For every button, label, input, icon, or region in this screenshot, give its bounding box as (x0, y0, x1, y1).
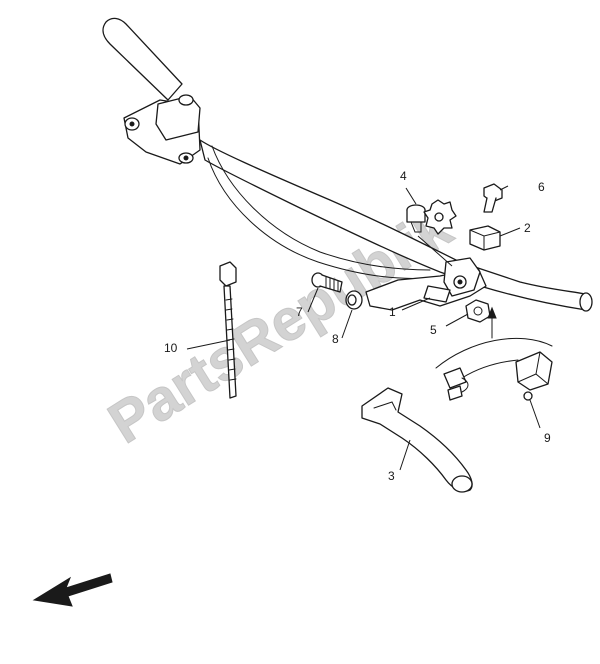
part-10-cable-tie (219, 261, 237, 399)
part-8-collar (345, 290, 363, 310)
part-7-bolt (311, 272, 343, 293)
callout-4: 4 (400, 169, 407, 183)
part-1-lever-holder (365, 257, 487, 311)
callout-labels: 1 2 3 4 5 6 7 8 9 10 (164, 169, 551, 483)
part-6-bolt (483, 183, 503, 213)
assembly-arrow (487, 306, 497, 339)
callout-6: 6 (538, 180, 545, 194)
part-4-pivot-bolt (406, 199, 457, 235)
handlebar-clamp (123, 94, 201, 165)
leader-lines (186, 185, 541, 471)
callout-3: 3 (388, 469, 395, 483)
front-direction-arrow (32, 573, 113, 607)
callout-8: 8 (332, 332, 339, 346)
part-5-nut (465, 299, 491, 323)
callout-2: 2 (524, 221, 531, 235)
part-2-clamp-nut (469, 225, 501, 251)
callout-1: 1 (389, 305, 396, 319)
callout-7: 7 (296, 305, 303, 319)
callout-5: 5 (430, 323, 437, 337)
part-9-clutch-switch (435, 337, 553, 401)
watermark: PartsRepublik (97, 194, 463, 456)
callout-9: 9 (544, 431, 551, 445)
part-3-clutch-lever (361, 387, 473, 493)
callout-10: 10 (164, 341, 178, 355)
handlebar (102, 17, 593, 312)
